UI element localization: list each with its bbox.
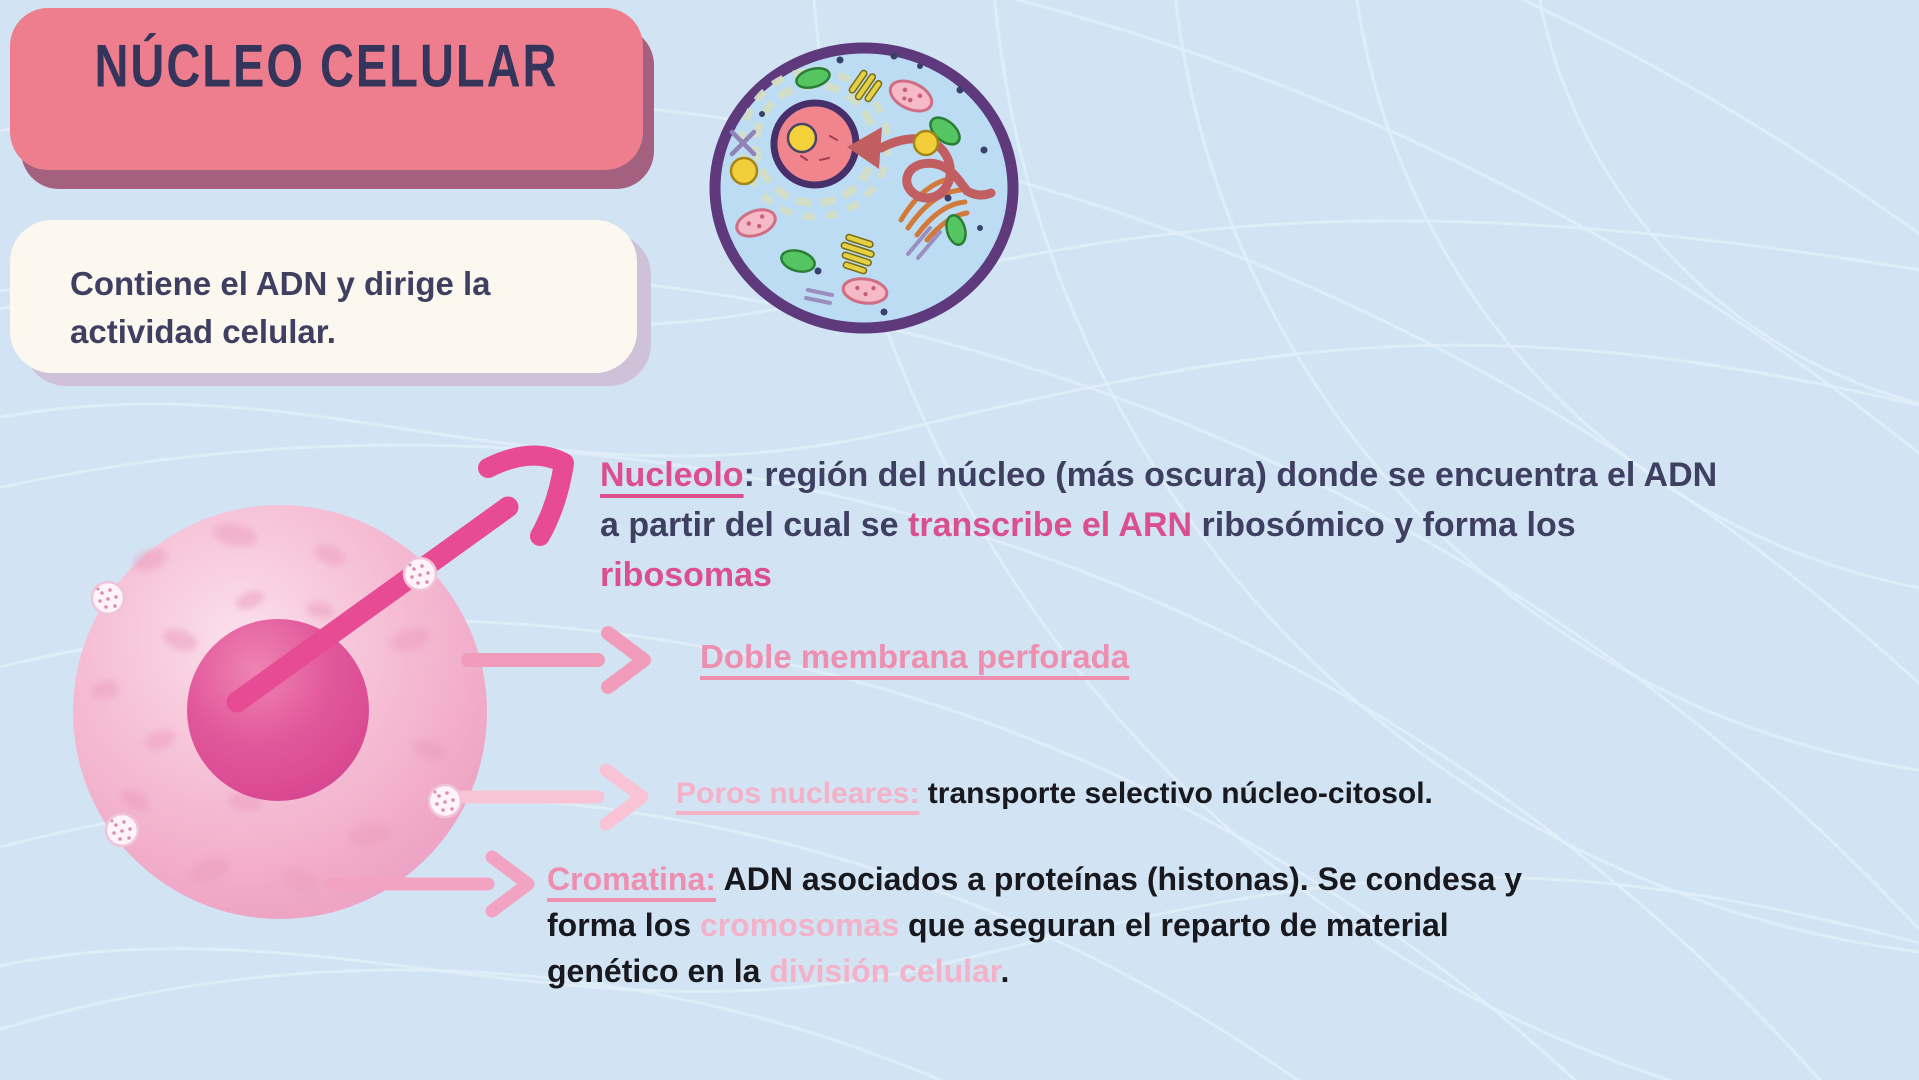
text-segment: Cromatina: — [547, 861, 716, 897]
nuclear-pore — [427, 783, 463, 819]
text-line: forma los cromosomas que aseguran el rep… — [547, 902, 1522, 948]
text-segment: transcribe el ARN — [908, 506, 1193, 544]
sphere-chromatin-speckles — [91, 523, 447, 891]
intro-text: Contiene el ADN y dirige la actividad cel… — [10, 220, 637, 356]
doble-membrana-arrow — [461, 626, 651, 694]
text-segment: forma los — [547, 907, 700, 943]
cromatina-arrow — [323, 850, 535, 918]
nuclear-pore — [402, 556, 438, 592]
text-line: Cromatina: ADN asociados a proteínas (hi… — [547, 856, 1522, 902]
text-segment: división celular — [769, 953, 1001, 989]
poros-nucleares-arrow — [443, 763, 649, 831]
text-segment: ADN asociados a proteínas (histonas). Se… — [715, 861, 1523, 897]
annotation-cromatina: Cromatina: ADN asociados a proteínas (hi… — [547, 856, 1522, 994]
nuclear-pore — [90, 580, 126, 616]
text-line: Contiene el ADN y dirige la — [70, 265, 491, 302]
ribosome-dots — [759, 52, 988, 316]
annotation-poros-nucleares: Poros nucleares: transporte selectivo nú… — [676, 772, 1433, 816]
nucleolo-arrow — [226, 445, 574, 713]
text-segment: transporte selectivo núcleo-citosol. — [919, 777, 1433, 810]
animal-cell-illustration — [709, 42, 1019, 334]
annotation-doble-membrana: Doble membrana perforada — [700, 634, 1129, 680]
nucleus-3d-illustration — [73, 445, 651, 919]
page-title: NÚCLEO CELULAR — [94, 31, 559, 100]
nucleolus-region — [187, 619, 369, 801]
text-segment: Doble membrana perforada — [700, 638, 1130, 675]
text-segment: Nucleolo — [600, 456, 744, 494]
text-segment: cromosomas — [699, 907, 900, 943]
nucleus-pointer-arrow — [847, 127, 996, 203]
text-segment: a partir del cual se — [600, 506, 909, 544]
text-line: Doble membrana perforada — [700, 634, 1129, 680]
text-line: a partir del cual se transcribe el ARN r… — [600, 500, 1717, 550]
yellow-golgi-stacks — [840, 69, 883, 275]
text-segment: ribosomas — [600, 556, 772, 594]
annotation-nucleolo: Nucleolo: región del núcleo (más oscura)… — [600, 450, 1717, 600]
cell-nucleolus — [786, 122, 818, 154]
text-segment: ribosómico y forma los — [1192, 506, 1576, 544]
text-segment: Poros nucleares: — [676, 777, 920, 810]
arrowhead — [847, 127, 882, 169]
text-segment: que aseguran el reparto de material — [899, 907, 1449, 943]
text-segment: genético en la — [547, 953, 770, 989]
text-line: ribosomas — [600, 550, 1717, 600]
text-line: Nucleolo: región del núcleo (más oscura)… — [600, 450, 1717, 500]
text-line: genético en la división celular. — [547, 948, 1522, 994]
text-segment: . — [1000, 953, 1010, 989]
mitochondria — [735, 79, 934, 305]
cytoskeleton-filaments — [804, 226, 942, 305]
centriole-x — [729, 129, 757, 157]
nuclear-pore — [104, 812, 140, 848]
title-card: NÚCLEO CELULAR — [10, 8, 643, 170]
intro-card: Contiene el ADN y dirige la actividad cel… — [10, 220, 637, 373]
text-line: Poros nucleares: transporte selectivo nú… — [676, 772, 1433, 816]
yellow-vesicles — [729, 129, 940, 186]
text-segment: : región del núcleo (más oscura) donde s… — [743, 456, 1718, 494]
text-line: actividad celular. — [70, 313, 336, 350]
